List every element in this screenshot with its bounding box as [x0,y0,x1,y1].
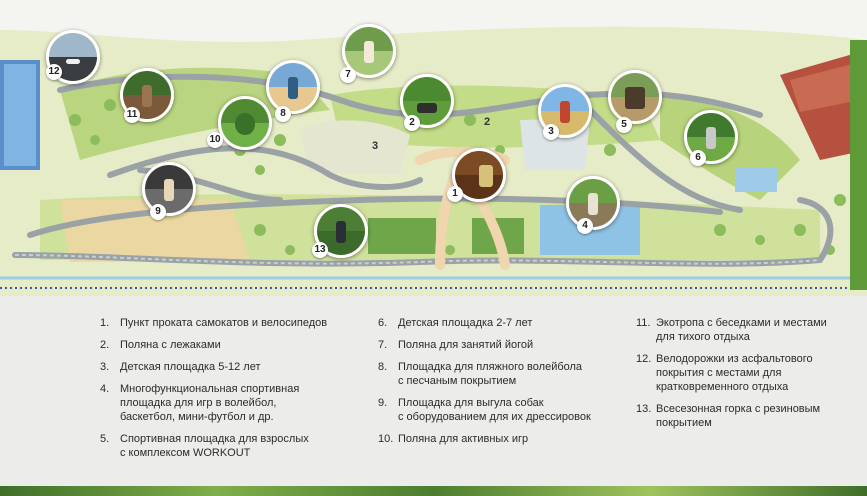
marker-badge-lounge-lawn: 2 [404,115,420,131]
legend-text: Детская площадка 5-12 лет [120,361,261,373]
legend-text: Площадка для пляжного волейбола с песчан… [398,361,583,387]
marker-badge-bike-path: 12 [46,64,62,80]
legend-number: 13. [636,403,652,415]
marker-sports-court[interactable] [566,176,620,230]
legend-number: 5. [100,433,110,445]
legend-item: 6. Детская площадка 2-7 лет [378,316,628,330]
marker-badge-rental-point: 1 [447,186,463,202]
marker-lounge-lawn[interactable] [400,74,454,128]
legend-number: 7. [378,339,388,351]
map-ground [0,0,867,290]
marker-beach-volleyball[interactable] [266,60,320,114]
legend-column-2: 6. Детская площадка 2-7 лет 7. Поляна для … [378,316,628,454]
zone-label-kids-playground: 3 [372,140,379,152]
marker-badge-all-season-hill: 13 [312,242,328,258]
legend-text: Пункт проката самокатов и велосипедов [120,317,328,329]
legend-text: Многофункциональная спортивная площадка … [120,383,300,423]
marker-dog-area[interactable] [142,162,196,216]
legend-text: Велодорожки из асфальтового покрытия с м… [656,353,813,393]
legend-text: Спортивная площадка для взрослых с компл… [120,433,309,459]
marker-badge-active-games: 10 [207,132,223,148]
marker-badge-sports-court: 4 [577,218,593,234]
legend-item: 4. Многофункциональная спортивная площадк… [100,382,370,424]
marker-badge-workout: 5 [616,117,632,133]
foliage-strip [0,486,867,496]
legend-text: Всесезонная горка с резиновым покрытием [656,403,821,429]
legend-item: 1. Пункт проката самокатов и велосипедов [100,316,370,330]
legend-item: 13. Всесезонная горка с резиновым покрыти… [636,402,856,430]
legend-text: Площадка для выгула собак с оборудование… [398,397,591,423]
marker-kids-playground[interactable] [538,84,592,138]
legend-item: 10. Поляна для активных игр [378,432,628,446]
legend-number: 8. [378,361,388,373]
marker-badge-yoga: 7 [340,67,356,83]
marker-workout[interactable] [608,70,662,124]
marker-badge-dog-area: 9 [150,204,166,220]
legend-number: 6. [378,317,388,329]
legend-item: 8. Площадка для пляжного волейбола с песч… [378,360,628,388]
legend-item: 5. Спортивная площадка для взрослых с ком… [100,432,370,460]
legend-number: 9. [378,397,388,409]
legend-item: 2. Поляна с лежаками [100,338,370,352]
legend-item: 11. Экотропа с беседками и местами для ти… [636,316,856,344]
legend-number: 3. [100,361,110,373]
legend-number: 2. [100,339,110,351]
marker-rental-point[interactable] [452,148,506,202]
legend-text: Экотропа с беседками и местами для тихог… [656,317,827,343]
legend-number: 12. [636,353,652,365]
legend-item: 3. Детская площадка 5-12 лет [100,360,370,374]
legend-column-1: 1.Пункт проката самокатов и велосипедов … [100,316,370,468]
legend-text: Поляна для занятий йогой [398,339,534,351]
marker-badge-eco-trail: 11 [124,107,140,123]
legend-item: 9. Площадка для выгула собак с оборудован… [378,396,628,424]
marker-bike-path[interactable] [46,30,100,84]
marker-badge-sledding-hill: 6 [690,150,706,166]
legend-number: 10. [378,433,394,445]
marker-eco-trail[interactable] [120,68,174,122]
legend-item: 7. Поляна для занятий йогой [378,338,628,352]
marker-active-games[interactable] [218,96,272,150]
marker-badge-beach-volleyball: 8 [275,106,291,122]
marker-sledding-hill[interactable] [684,110,738,164]
park-map: 12 11 10 8 7 2 3 5 6 1 [0,0,867,296]
legend-number: 11. [636,317,651,329]
legend-text: Поляна с лежаками [120,339,221,351]
legend-column-3: 11. Экотропа с беседками и местами для ти… [636,316,856,438]
legend-text: Поляна для активных игр [398,433,529,445]
marker-badge-kids-playground: 3 [543,124,559,140]
legend-item: 12. Велодорожки из асфальтового покрытия … [636,352,856,394]
legend-number: 1. [100,317,110,329]
legend-text: Детская площадка 2-7 лет [398,317,533,329]
legend-panel: 1.Пункт проката самокатов и велосипедов … [0,296,867,488]
legend-number: 4. [100,383,110,395]
zone-label-lounge-lawn: 2 [484,116,491,128]
marker-yoga[interactable] [342,24,396,78]
